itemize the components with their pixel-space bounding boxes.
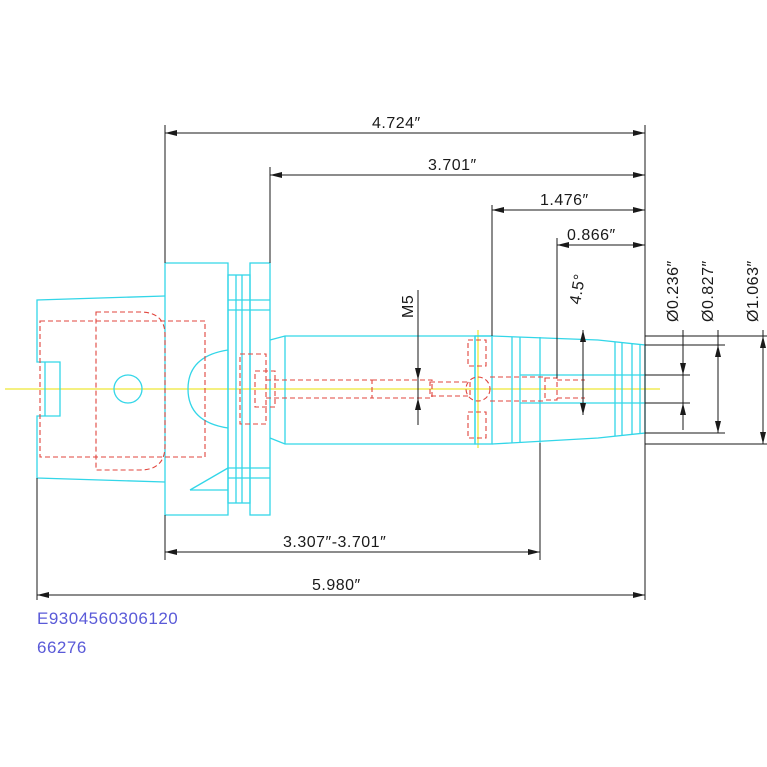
dim-tip-dia: Ø0.827″	[700, 260, 717, 322]
dim-nose-length: 1.476″	[540, 192, 589, 209]
dim-gauge-to-tip: 3.701″	[428, 157, 477, 174]
dim-total-length: 5.980″	[312, 577, 361, 594]
dim-nose-dia: Ø1.063″	[745, 260, 762, 322]
dim-overall-length: 4.724″	[372, 115, 421, 132]
dimension-labels: 4.724″ 3.701″ 1.476″ 0.866″ M5 4.5° Ø0.2…	[283, 115, 762, 594]
dim-bore-dia: Ø0.236″	[665, 260, 682, 322]
dim-adjust-range: 3.307″-3.701″	[283, 534, 386, 551]
part-info: E9304560306120 66276	[37, 609, 178, 657]
centerline	[5, 330, 660, 448]
hidden-lines	[39, 311, 585, 471]
part-number: E9304560306120	[37, 609, 178, 628]
dim-taper-angle: 4.5°	[567, 273, 589, 306]
dimension-lines	[36, 125, 767, 600]
dim-tip-length: 0.866″	[567, 227, 616, 244]
dim-thread: M5	[400, 295, 417, 318]
item-number: 66276	[37, 638, 87, 657]
